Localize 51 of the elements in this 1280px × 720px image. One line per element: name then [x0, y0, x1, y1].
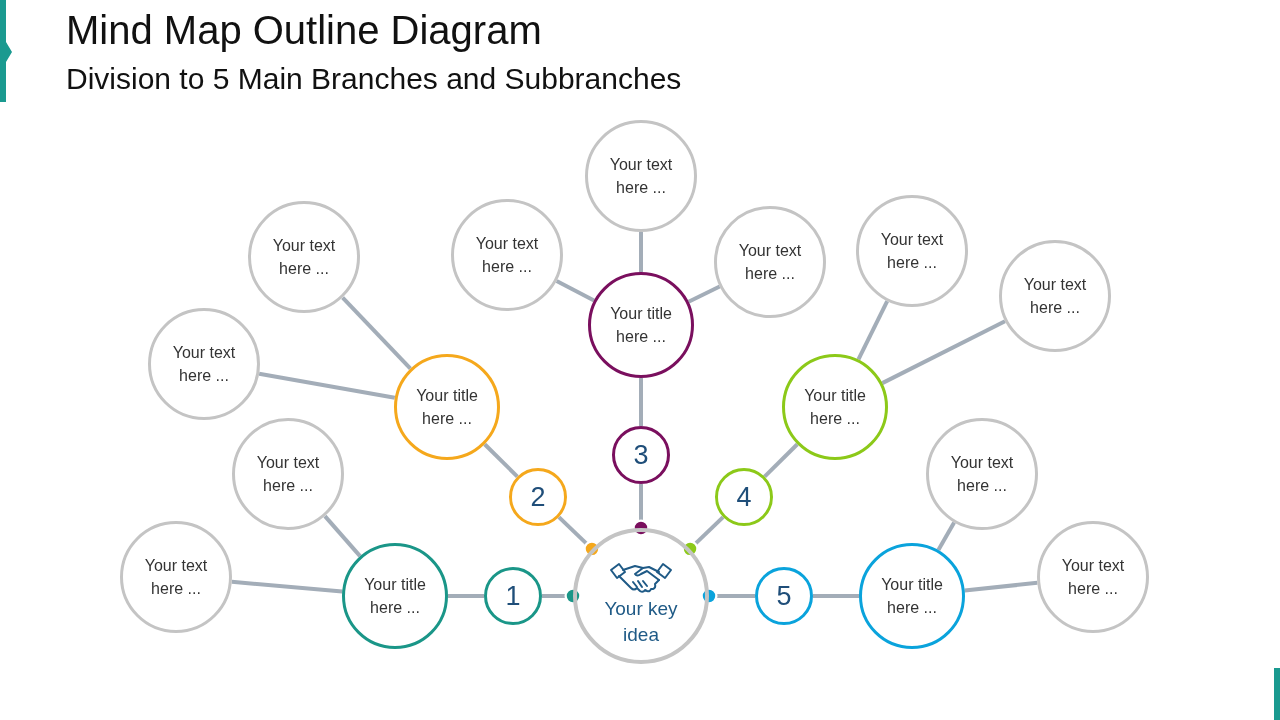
connector-line [639, 232, 643, 272]
subbranch-text: Your text here ... [608, 155, 674, 198]
subbranch-text: Your text here ... [879, 230, 945, 273]
title: Mind Map Outline Diagram [66, 8, 542, 53]
branch-number: 5 [776, 581, 792, 611]
branch-number: 1 [505, 581, 521, 611]
branch-number: 3 [633, 440, 649, 470]
subbranch-text: Your text here ... [143, 556, 209, 599]
connector-line [813, 594, 859, 598]
connector-line [632, 484, 650, 537]
connector-line [964, 580, 1038, 593]
subbranch-text: Your text here ... [1060, 556, 1126, 599]
connector-line [231, 579, 343, 594]
connector-line [557, 515, 601, 558]
number-circle [715, 468, 773, 526]
branch-title: Your title here ... [803, 386, 867, 429]
subbranch-text: Your text here ... [1022, 275, 1088, 318]
connector-line [763, 442, 799, 479]
subbranch-text: Your text here ... [255, 453, 321, 496]
branch-title: Your title here ... [609, 304, 673, 347]
subbranch-text: Your text here ... [271, 236, 337, 279]
connector-line [881, 319, 1006, 385]
number-circle [509, 468, 567, 526]
connector-line [323, 514, 362, 558]
subbranch-text: Your text here ... [171, 343, 237, 386]
connector-line [448, 594, 484, 598]
connector-line [687, 284, 721, 304]
connector-line [936, 521, 956, 552]
connector-line [700, 587, 755, 605]
central-circle [573, 528, 709, 664]
connector-line [483, 442, 519, 479]
number-circle [755, 567, 813, 625]
subbranch-text: Your text here ... [949, 453, 1015, 496]
connector-line [341, 296, 412, 371]
central-idea-text: Your key idea [603, 597, 679, 647]
branch-title: Your title here ... [880, 575, 944, 618]
connector-line [856, 300, 889, 361]
branch-title: Your title here ... [415, 386, 479, 429]
subtitle: Division to 5 Main Branches and Subbranches [66, 62, 682, 96]
subbranch-text: Your text here ... [474, 234, 540, 277]
subbranch-text: Your text here ... [737, 241, 803, 284]
number-circle [612, 426, 670, 484]
branch-number: 4 [736, 482, 752, 512]
number-circle [484, 567, 542, 625]
connector-line [639, 378, 643, 426]
connector-line [258, 371, 396, 400]
branch-number: 2 [530, 482, 546, 512]
connector-line [681, 515, 725, 558]
branch-title: Your title here ... [363, 575, 427, 618]
connector-line [555, 279, 595, 303]
connector-line [542, 587, 582, 605]
